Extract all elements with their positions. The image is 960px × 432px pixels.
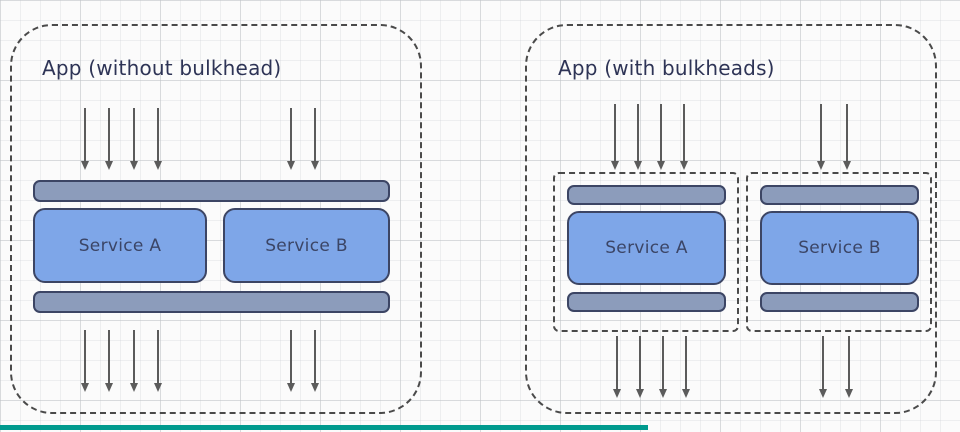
inbound-arrow-right-4 bbox=[679, 104, 689, 170]
arrow-head bbox=[613, 389, 621, 398]
inbound-arrow-left-3 bbox=[129, 108, 139, 170]
arrow-head bbox=[287, 161, 295, 170]
arrow-head bbox=[634, 161, 642, 170]
arrow-head bbox=[154, 383, 162, 392]
arrow-head bbox=[154, 161, 162, 170]
arrow-head bbox=[81, 383, 89, 392]
outbound-arrow-right-1 bbox=[612, 336, 622, 398]
bulkhead-a-top-pool-bar bbox=[567, 185, 726, 205]
service-label: Service B bbox=[265, 235, 348, 256]
arrow-shaft bbox=[108, 108, 110, 161]
arrow-shaft bbox=[314, 108, 316, 161]
arrow-head bbox=[817, 161, 825, 170]
service-box-b-left: Service B bbox=[223, 208, 390, 283]
arrow-shaft bbox=[616, 336, 618, 389]
arrow-head bbox=[682, 389, 690, 398]
arrow-shaft bbox=[290, 330, 292, 383]
bulkhead-group-a bbox=[553, 172, 739, 332]
inbound-arrow-right-3 bbox=[656, 104, 666, 170]
bulkhead-b-bottom-pool-bar bbox=[760, 292, 919, 312]
arrow-shaft bbox=[314, 330, 316, 383]
service-label: Service B bbox=[798, 238, 881, 258]
inbound-arrow-right-5 bbox=[816, 104, 826, 170]
panel-title-with-bulkheads: App (with bulkheads) bbox=[558, 56, 775, 80]
arrow-shaft bbox=[133, 108, 135, 161]
arrow-head bbox=[611, 161, 619, 170]
arrow-head bbox=[311, 383, 319, 392]
arrow-head bbox=[843, 161, 851, 170]
inbound-arrow-right-1 bbox=[610, 104, 620, 170]
outbound-arrow-right-6 bbox=[844, 336, 854, 398]
arrow-shaft bbox=[848, 336, 850, 389]
app-panel-with-bulkheads bbox=[525, 24, 937, 414]
arrow-shaft bbox=[108, 330, 110, 383]
arrow-shaft bbox=[133, 330, 135, 383]
arrow-shaft bbox=[639, 336, 641, 389]
arrow-head bbox=[680, 161, 688, 170]
arrow-shaft bbox=[84, 330, 86, 383]
inbound-arrow-left-6 bbox=[310, 108, 320, 170]
arrow-head bbox=[130, 383, 138, 392]
bulkhead-group-b bbox=[746, 172, 932, 332]
arrow-head bbox=[287, 383, 295, 392]
arrow-head bbox=[105, 383, 113, 392]
outbound-arrow-left-6 bbox=[310, 330, 320, 392]
outbound-arrow-right-4 bbox=[681, 336, 691, 398]
outbound-arrow-right-2 bbox=[635, 336, 645, 398]
service-label: Service A bbox=[605, 238, 688, 258]
service-label: Service A bbox=[78, 235, 162, 256]
service-box-b-right: Service B bbox=[760, 211, 919, 285]
shared-bottom-pool-bar bbox=[33, 291, 390, 313]
arrow-head bbox=[636, 389, 644, 398]
outbound-arrow-left-2 bbox=[104, 330, 114, 392]
inbound-arrow-left-4 bbox=[153, 108, 163, 170]
arrow-shaft bbox=[84, 108, 86, 161]
outbound-arrow-right-5 bbox=[818, 336, 828, 398]
arrow-shaft bbox=[846, 104, 848, 161]
arrow-head bbox=[81, 161, 89, 170]
bulkhead-a-bottom-pool-bar bbox=[567, 292, 726, 312]
arrow-head bbox=[105, 161, 113, 170]
outbound-arrow-left-3 bbox=[129, 330, 139, 392]
service-box-a-left: Service A bbox=[33, 208, 207, 283]
arrow-shaft bbox=[662, 336, 664, 389]
bottom-accent-bar bbox=[0, 425, 648, 430]
inbound-arrow-left-2 bbox=[104, 108, 114, 170]
arrow-shaft bbox=[157, 330, 159, 383]
arrow-shaft bbox=[660, 104, 662, 161]
arrow-shaft bbox=[820, 104, 822, 161]
outbound-arrow-left-5 bbox=[286, 330, 296, 392]
inbound-arrow-left-1 bbox=[80, 108, 90, 170]
arrow-head bbox=[819, 389, 827, 398]
arrow-shaft bbox=[637, 104, 639, 161]
inbound-arrow-right-2 bbox=[633, 104, 643, 170]
arrow-head bbox=[130, 161, 138, 170]
arrow-shaft bbox=[685, 336, 687, 389]
arrow-head bbox=[657, 161, 665, 170]
arrow-head bbox=[845, 389, 853, 398]
bulkhead-b-top-pool-bar bbox=[760, 185, 919, 205]
arrow-head bbox=[659, 389, 667, 398]
service-box-a-right: Service A bbox=[567, 211, 726, 285]
arrow-shaft bbox=[290, 108, 292, 161]
arrow-head bbox=[311, 161, 319, 170]
arrow-shaft bbox=[157, 108, 159, 161]
arrow-shaft bbox=[822, 336, 824, 389]
inbound-arrow-right-6 bbox=[842, 104, 852, 170]
arrow-shaft bbox=[683, 104, 685, 161]
panel-title-without-bulkhead: App (without bulkhead) bbox=[42, 56, 282, 80]
inbound-arrow-left-5 bbox=[286, 108, 296, 170]
shared-top-pool-bar bbox=[33, 180, 390, 202]
arrow-shaft bbox=[614, 104, 616, 161]
outbound-arrow-left-4 bbox=[153, 330, 163, 392]
outbound-arrow-right-3 bbox=[658, 336, 668, 398]
app-panel-without-bulkhead bbox=[10, 24, 422, 414]
outbound-arrow-left-1 bbox=[80, 330, 90, 392]
